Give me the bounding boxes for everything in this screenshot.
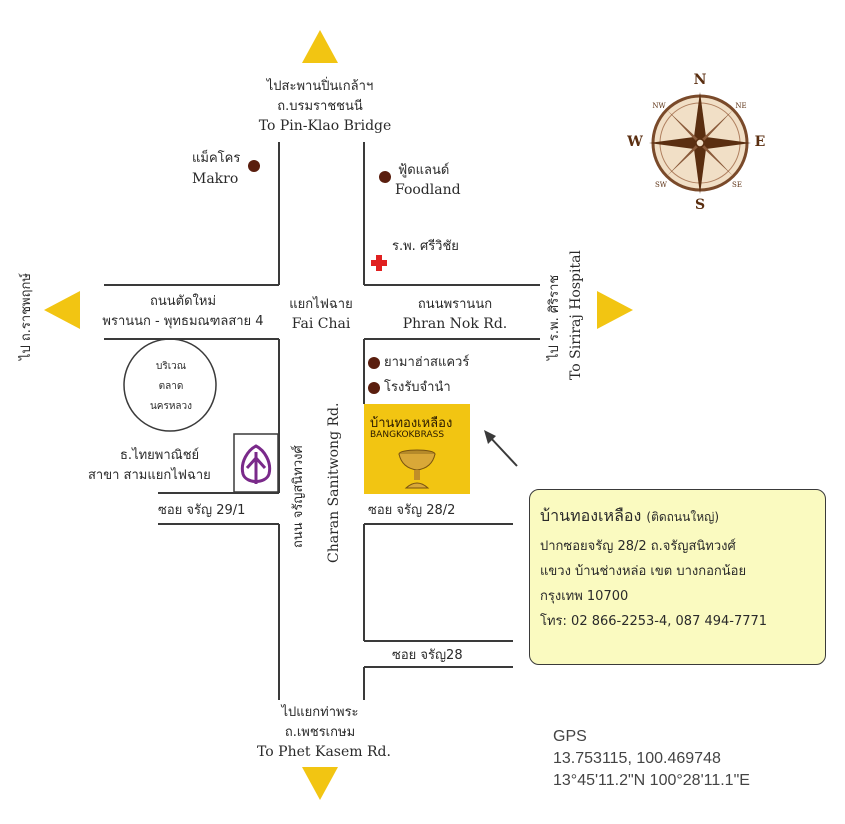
compass-e-label: E [754,134,766,150]
foodland-en: Foodland [395,182,461,198]
soi-28-2-label: ซอย จรัญ 28/2 [368,503,456,518]
hospital-thai: ร.พ. ศรีวิชัย [392,239,459,254]
soi-28-label: ซอย จรัญ28 [392,648,463,663]
phran-nok-en: Phran Nok Rd. [402,316,508,332]
gps-block: GPS 13.753115, 100.469748 13°45'11.2"N 1… [553,726,750,792]
west-arrow [44,291,80,329]
north-thai-1: ไปสะพานปิ่นเกล้าฯ [266,79,374,94]
gps-dms[interactable]: 13°45'11.2"N 100°28'11.1"E [553,772,750,789]
pawn-dot [368,382,380,394]
compass-rose [649,92,751,194]
gps-label: GPS [553,728,587,745]
bank-line-1: ธ.ไทยพาณิชย์ [120,448,200,463]
market-label: บริเวณ ตลาด นครหลวง [126,357,216,417]
scb-logo-icon [240,444,272,484]
compass-sw-label: SW [655,181,667,189]
road-west-thai-2: พรานนก - พุทธมณฑลสาย 4 [102,314,264,329]
yamaha-label: ยามาฮ่าสแควร์ [384,355,470,370]
foodland-dot [379,171,391,183]
road-lines [104,142,540,700]
info-address-3: กรุงเทพ 10700 [540,589,629,604]
market-line-1: บริเวณ [155,361,187,372]
info-title-row: บ้านทองเหลือง (ติดถนนใหญ่) [540,504,815,529]
south-thai-2: ถ.เพชรเกษม [284,725,356,740]
shop-en-name: BANGKOKBRASS [370,430,445,440]
market-line-3: นครหลวง [149,401,193,412]
charan-thai: ถนน จรัญสนิทวงศ์ [291,445,306,548]
compass-nw-label: NW [652,102,666,110]
charan-en: Charan Sanitwong Rd. [326,402,342,563]
info-title-note: (ติดถนนใหญ่) [646,510,720,524]
fai-chai-en: Fai Chai [291,316,351,332]
compass-se-label: SE [732,181,742,189]
fai-chai-thai: แยกไฟฉาย [289,297,353,312]
shop-pointer-line [488,435,518,467]
shop-pointer-arrowhead [484,430,496,444]
shop-thai-name: บ้านทองเหลือง [370,416,453,431]
info-title: บ้านทองเหลือง [540,506,642,525]
info-address-2: แขวง บ้านช่างหล่อ เขต บางกอกน้อย [540,564,747,579]
east-en: To Siriraj Hospital [568,250,584,380]
foodland-thai: ฟู้ดแลนด์ [398,163,450,178]
soi-29-1-label: ซอย จรัญ 29/1 [158,503,246,518]
north-arrow [302,30,338,63]
south-arrow [302,767,338,800]
phran-nok-thai: ถนนพรานนก [417,297,493,312]
south-en: To Phet Kasem Rd. [257,744,391,760]
bank-line-2: สาขา สามแยกไฟฉาย [88,468,211,483]
gps-decimal[interactable]: 13.753115, 100.469748 [553,750,721,767]
road-west-thai-1: ถนนตัดใหม่ [149,294,217,309]
shop-location[interactable]: บ้านทองเหลือง BANGKOKBRASS [364,404,470,494]
north-en: To Pin-Klao Bridge [258,118,392,134]
east-thai: ไป ร.พ. ศิริราช [547,274,562,360]
market-line-2: ตลาด [158,381,184,392]
market-circle [123,338,217,432]
compass-ne-label: NE [735,102,747,110]
compass-n-label: N [693,72,707,88]
brass-cup-icon [398,449,436,489]
south-thai-1: ไปแยกท่าพระ [281,705,359,720]
west-thai: ไป ถ.ราชพฤกษ์ [19,273,34,360]
makro-thai: แม็คโคร [192,151,241,166]
address-info-box: บ้านทองเหลือง (ติดถนนใหญ่) ปากซอยจรัญ 28… [529,489,826,665]
makro-en: Makro [192,171,239,187]
compass-w-label: W [627,134,643,150]
compass-s-label: S [694,197,706,213]
info-phone[interactable]: โทร: 02 866-2253-4, 087 494-7771 [540,614,768,629]
makro-dot [248,160,260,172]
pawn-label: โรงรับจำนำ [384,380,451,395]
hospital-cross-icon [371,255,387,271]
north-thai-2: ถ.บรมราชชนนี [277,99,363,114]
info-address-1: ปากซอยจรัญ 28/2 ถ.จรัญสนิทวงศ์ [540,539,736,554]
east-arrow [597,291,633,329]
yamaha-dot [368,357,380,369]
